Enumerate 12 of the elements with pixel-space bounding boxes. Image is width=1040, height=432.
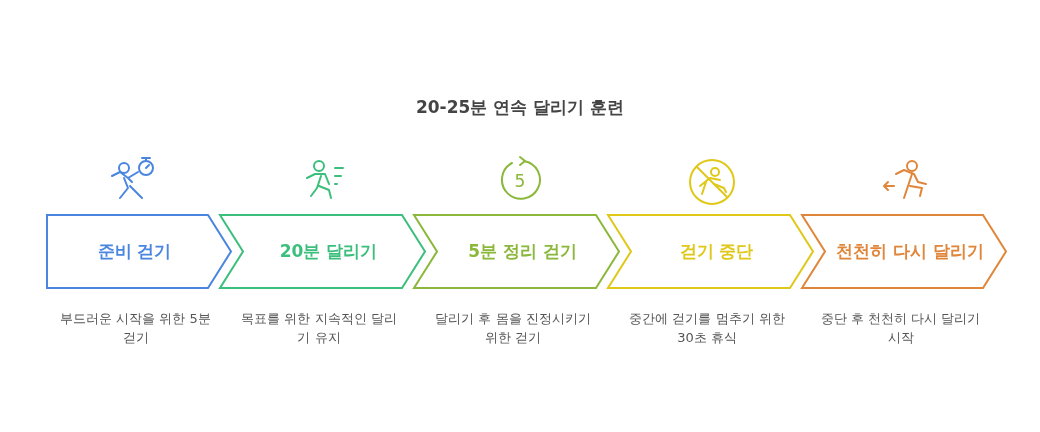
step-label: 걷기 중단 xyxy=(679,240,754,263)
step-description: 목표를 위한 지속적인 달리기 유지 xyxy=(240,310,398,347)
step-label: 20분 달리기 xyxy=(279,240,378,263)
step-description: 중단 후 천천히 다시 달리기 시작 xyxy=(820,310,981,347)
step-label: 천천히 다시 달리기 xyxy=(836,240,984,263)
step-description: 부드러운 시작을 위한 5분 걷기 xyxy=(59,310,212,347)
step-description: 중간에 걷기를 멈추기 위한 30초 휴식 xyxy=(628,310,786,347)
step-label: 5분 정리 걷기 xyxy=(468,240,577,263)
step-description: 달리기 후 몸을 진정시키기 위한 걷기 xyxy=(434,310,592,347)
title: 20-25분 연속 달리기 훈련 xyxy=(415,96,625,119)
step-label: 준비 걷기 xyxy=(97,240,172,263)
icon-number: 5 xyxy=(513,171,527,191)
